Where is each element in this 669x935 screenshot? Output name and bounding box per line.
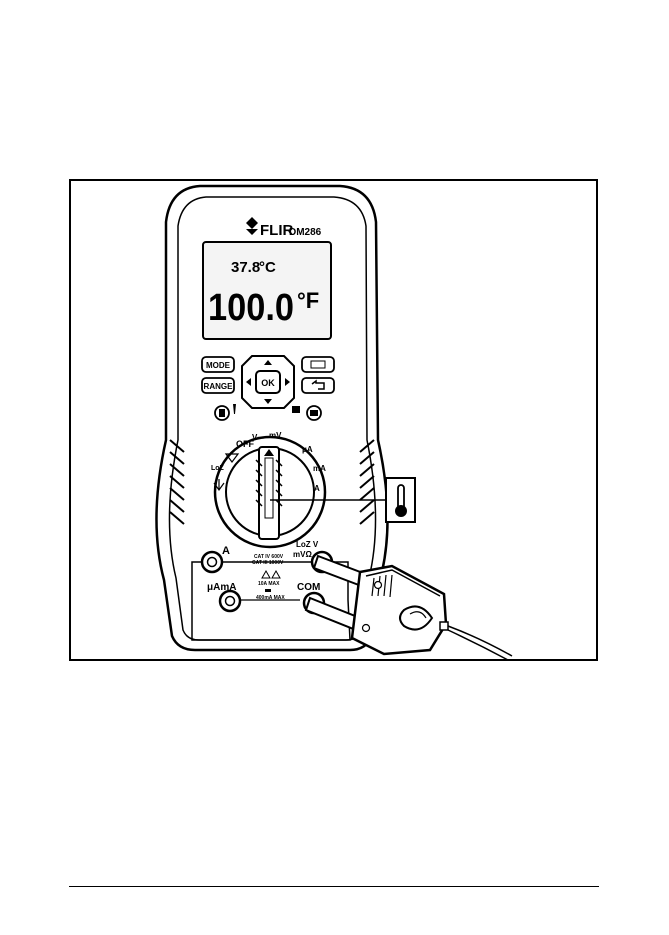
thermometer-icon (395, 505, 407, 517)
range-label: RANGE (204, 382, 234, 391)
terminal-a-label: A (222, 545, 230, 557)
fuse-icon (265, 589, 271, 592)
primary-reading: 100.0 (208, 287, 294, 329)
dial-pos-vdc: V⎓ (252, 433, 264, 442)
thermal-image-button[interactable] (302, 357, 334, 372)
rating-line-2: CAT III 1000V (252, 560, 284, 566)
terminal-a-hole (208, 558, 217, 567)
dial-pos-a: A (314, 484, 320, 493)
dial-pos-ma: mA (313, 464, 326, 473)
back-button[interactable] (302, 378, 334, 393)
secondary-unit: °C (259, 259, 276, 276)
flashlight-icon (219, 409, 225, 417)
adapter-screw-icon (375, 582, 382, 589)
terminal-uama-hole (226, 597, 235, 606)
fuse-rating-2: 400mA MAX (256, 595, 285, 601)
mode-label: MODE (206, 361, 231, 370)
dial-pos-ua: μA (302, 445, 313, 454)
thermocouple-wire (448, 626, 512, 660)
fuse-rating-1: 10A MAX (258, 581, 280, 587)
adapter-tip (440, 622, 448, 630)
camera-icon (310, 410, 318, 416)
model-label: DM286 (289, 227, 322, 238)
terminal-v-label-bottom: mVΩ (293, 550, 312, 559)
secondary-reading: 37.8 (231, 259, 260, 276)
thermocouple-probe-icon (352, 566, 446, 654)
terminal-com-label: COM (297, 582, 320, 593)
ok-label: OK (261, 378, 275, 388)
adapter-screw-2-icon (363, 625, 370, 632)
dial-loz-label: LoZ (211, 465, 225, 472)
video-icon (292, 406, 300, 413)
terminal-v-label-top: LoZ V (296, 540, 319, 549)
dial-pos-mv: mV (269, 431, 282, 440)
primary-unit: °F (297, 288, 319, 313)
